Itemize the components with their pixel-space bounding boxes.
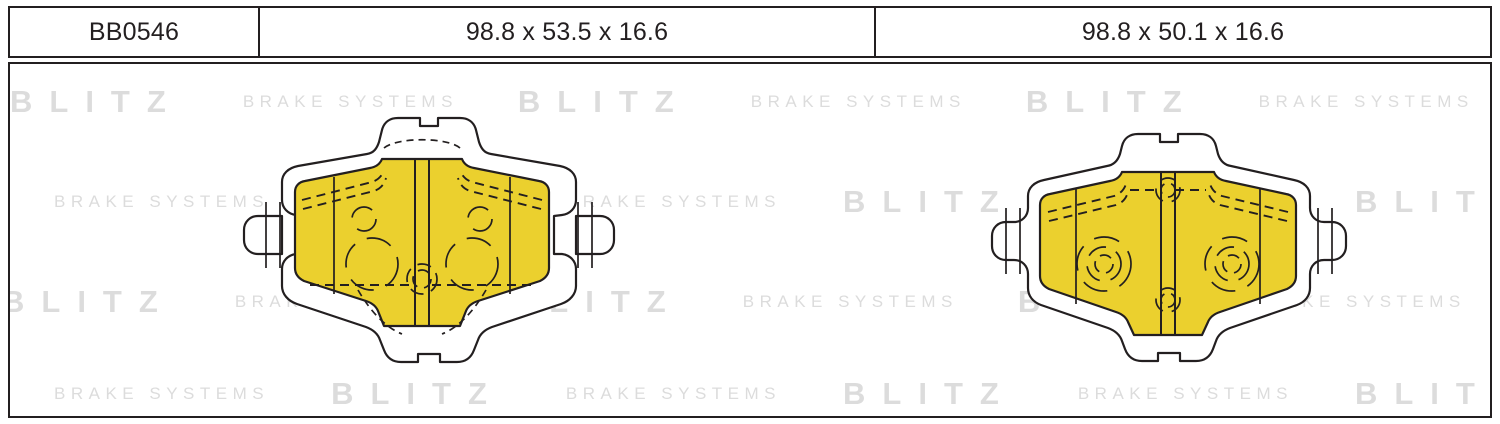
watermark-brand: BLITZ [10,284,175,319]
watermark-row: BRAKE SYSTEMS BLITZ BRAKE SYSTEMS BLITZ … [10,378,1490,409]
header-cell-dimension-right: 98.8 x 50.1 x 16.6 [1081,17,1285,46]
watermark-tagline: BRAKE SYSTEMS [565,384,782,403]
watermark-tagline: BRAKE SYSTEMS [54,384,270,403]
watermark-tagline: BRAKE SYSTEMS [1077,384,1293,403]
product-image-frame: BLITZ BRAKE SYSTEMS BLITZ BRAKE SYSTEMS … [8,62,1492,418]
watermark-brand: BLITZ [331,376,504,411]
brake-pad-left [162,104,616,374]
watermark-brand: BLITZ [843,376,1016,411]
watermark-brand: BLITZ [10,84,183,119]
watermark-brand: BLITZ [1354,376,1490,411]
header-cell-part-number: BB0546 [10,8,260,56]
header-cell-dimension-left: 98.8 x 53.5 x 16.6 [260,8,876,56]
watermark-brand: BLITZ [1354,184,1490,219]
spec-header-table: BB0546 98.8 x 53.5 x 16.6 98.8 x 50.1 x … [8,6,1492,58]
brake-pad-right [908,104,1348,374]
